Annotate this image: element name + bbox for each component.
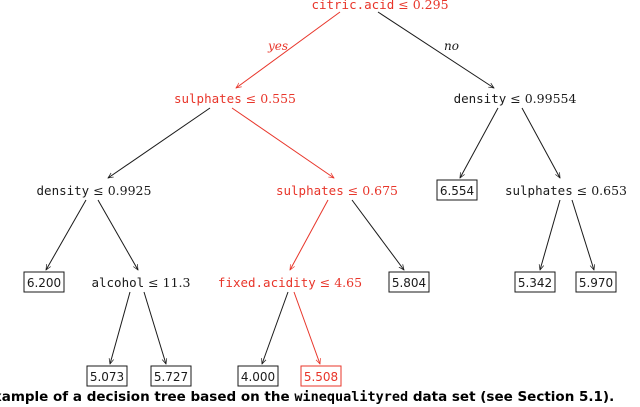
leaf-4000: 4.000 [237,365,279,387]
node-operator: ≤ [246,91,256,106]
node-threshold: 0.555 [260,91,296,106]
edge-root-to-right [377,11,494,88]
leaf-6200: 6.200 [23,271,65,293]
edge-llr-to-leaf-5073 [110,291,131,364]
edge-lr-to-leaf-5804 [351,199,404,270]
caption-text-before: xample of a decision tree based on the [0,389,295,405]
figure-caption: xample of a decision tree based on the w… [0,388,640,407]
edge-label-yes: yes [267,39,288,53]
edge-rr-to-leaf-5970 [571,199,594,270]
leaf-5508: 5.508 [300,365,342,387]
svg-text:5.804: 5.804 [392,276,426,290]
node-feature: citric.acid [311,0,394,12]
leaf-5727: 5.727 [150,365,192,387]
edge-ll-to-llr [97,199,138,270]
node-operator: ≤ [148,275,158,290]
node-operator: ≤ [320,275,330,290]
svg-text:density≤0.99554: density≤0.99554 [454,91,577,106]
edge-ll-to-leaf-6200 [46,199,87,270]
edge-label-no: no [444,39,459,53]
edge-root-to-left [236,11,341,88]
svg-text:sulphates≤0.653: sulphates ≤0.653 [505,183,627,198]
svg-text:6.200: 6.200 [27,276,61,290]
svg-text:sulphates≤0.675: sulphates ≤0.675 [276,183,398,198]
svg-text:4.000: 4.000 [241,370,275,384]
node-threshold: 4.65 [334,275,362,290]
node-density-099554: density≤0.99554 [454,91,577,106]
svg-text:sulphates≤0.555: sulphates ≤0.555 [174,91,296,106]
svg-text:6.554: 6.554 [440,184,474,198]
tree-edges [46,11,594,364]
leaf-5970: 5.970 [575,271,617,293]
svg-text:5.073: 5.073 [90,370,124,384]
node-sulphates-0555: sulphates ≤0.555 [174,91,296,106]
edge-right-to-leaf-6554 [459,107,499,178]
node-feature: alcohol [91,275,144,290]
edge-left-to-lr [231,107,334,178]
node-operator: ≤ [577,183,587,198]
node-root: citric.acid ≤0.295 [311,0,448,12]
node-threshold: 0.675 [362,183,398,198]
edge-lrl-to-leaf-5508 [293,291,320,364]
leaf-5342: 5.342 [514,271,556,293]
svg-text:5.342: 5.342 [518,276,552,290]
node-feature: density [37,183,90,198]
svg-text:alcohol≤11.3: alcohol ≤11.3 [91,275,190,290]
svg-text:5.508: 5.508 [304,370,338,384]
node-feature: density [454,91,507,106]
node-sulphates-0675: sulphates ≤0.675 [276,183,398,198]
node-threshold: 0.99554 [525,91,577,106]
node-feature: sulphates [505,183,573,198]
node-threshold: 0.653 [591,183,627,198]
leaf-5804: 5.804 [388,271,430,293]
svg-text:5.727: 5.727 [154,370,188,384]
edge-rr-to-leaf-5342 [540,199,561,270]
leaf-5073: 5.073 [86,365,128,387]
node-fixed-acidity-465: fixed.acidity ≤4.65 [218,275,362,290]
edge-right-to-rr [521,107,561,178]
edge-lrl-to-leaf-4000 [262,291,289,364]
node-sulphates-0653: sulphates ≤0.653 [505,183,627,198]
node-density-09925: density≤0.9925 [37,183,152,198]
svg-text:5.970: 5.970 [579,276,613,290]
node-feature: fixed.acidity [218,275,316,290]
node-operator: ≤ [510,91,520,106]
node-operator: ≤ [398,0,408,12]
svg-text:fixed.acidity≤4.65: fixed.acidity ≤4.65 [218,275,362,290]
node-threshold: 0.9925 [108,183,152,198]
node-operator: ≤ [348,183,358,198]
node-feature: sulphates [174,91,242,106]
node-operator: ≤ [93,183,103,198]
edge-llr-to-leaf-5727 [143,291,166,364]
node-threshold: 0.295 [413,0,449,12]
node-alcohol-113: alcohol ≤11.3 [91,275,190,290]
edge-left-to-ll [108,107,211,178]
caption-dataset-name: winequalityred [294,389,409,405]
edge-lr-to-lrl [289,199,329,270]
node-feature: sulphates [276,183,344,198]
svg-text:density≤0.9925: density≤0.9925 [37,183,152,198]
svg-text:citric.acid≤0.295: citric.acid ≤0.295 [311,0,448,12]
caption-text-after: data set (see Section 5.1). [408,389,615,405]
leaf-6554: 6.554 [436,179,478,201]
node-threshold: 11.3 [163,275,191,290]
